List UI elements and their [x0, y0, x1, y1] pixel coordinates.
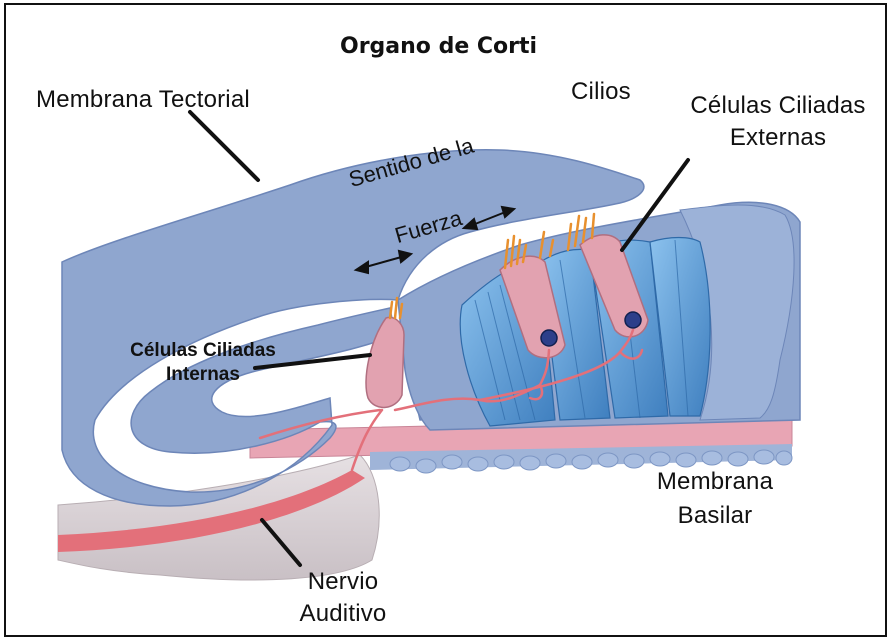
diagram-title: Organo de Corti: [340, 34, 537, 59]
label-celulas-ciliadas-internas: Células Ciliadas Internas: [118, 340, 288, 386]
label-cilios: Cilios: [571, 78, 631, 106]
label-membrana-basilar-line2: Basilar: [640, 502, 790, 530]
label-membrana-tectorial: Membrana Tectorial: [36, 86, 250, 114]
label-membrana-basilar: Membrana Basilar: [640, 468, 790, 530]
label-celulas-ciliadas-internas-line2: Internas: [118, 364, 288, 386]
label-celulas-ciliadas-internas-line1: Células Ciliadas: [118, 340, 288, 362]
label-nervio-auditivo: Nervio Auditivo: [278, 568, 408, 628]
label-celulas-ciliadas-externas-line1: Células Ciliadas: [680, 92, 876, 120]
label-nervio-auditivo-line1: Nervio: [278, 568, 408, 596]
label-nervio-auditivo-line2: Auditivo: [278, 600, 408, 628]
label-celulas-ciliadas-externas-line2: Externas: [680, 124, 876, 152]
label-celulas-ciliadas-externas: Células Ciliadas Externas: [680, 92, 876, 152]
label-membrana-basilar-line1: Membrana: [640, 468, 790, 496]
